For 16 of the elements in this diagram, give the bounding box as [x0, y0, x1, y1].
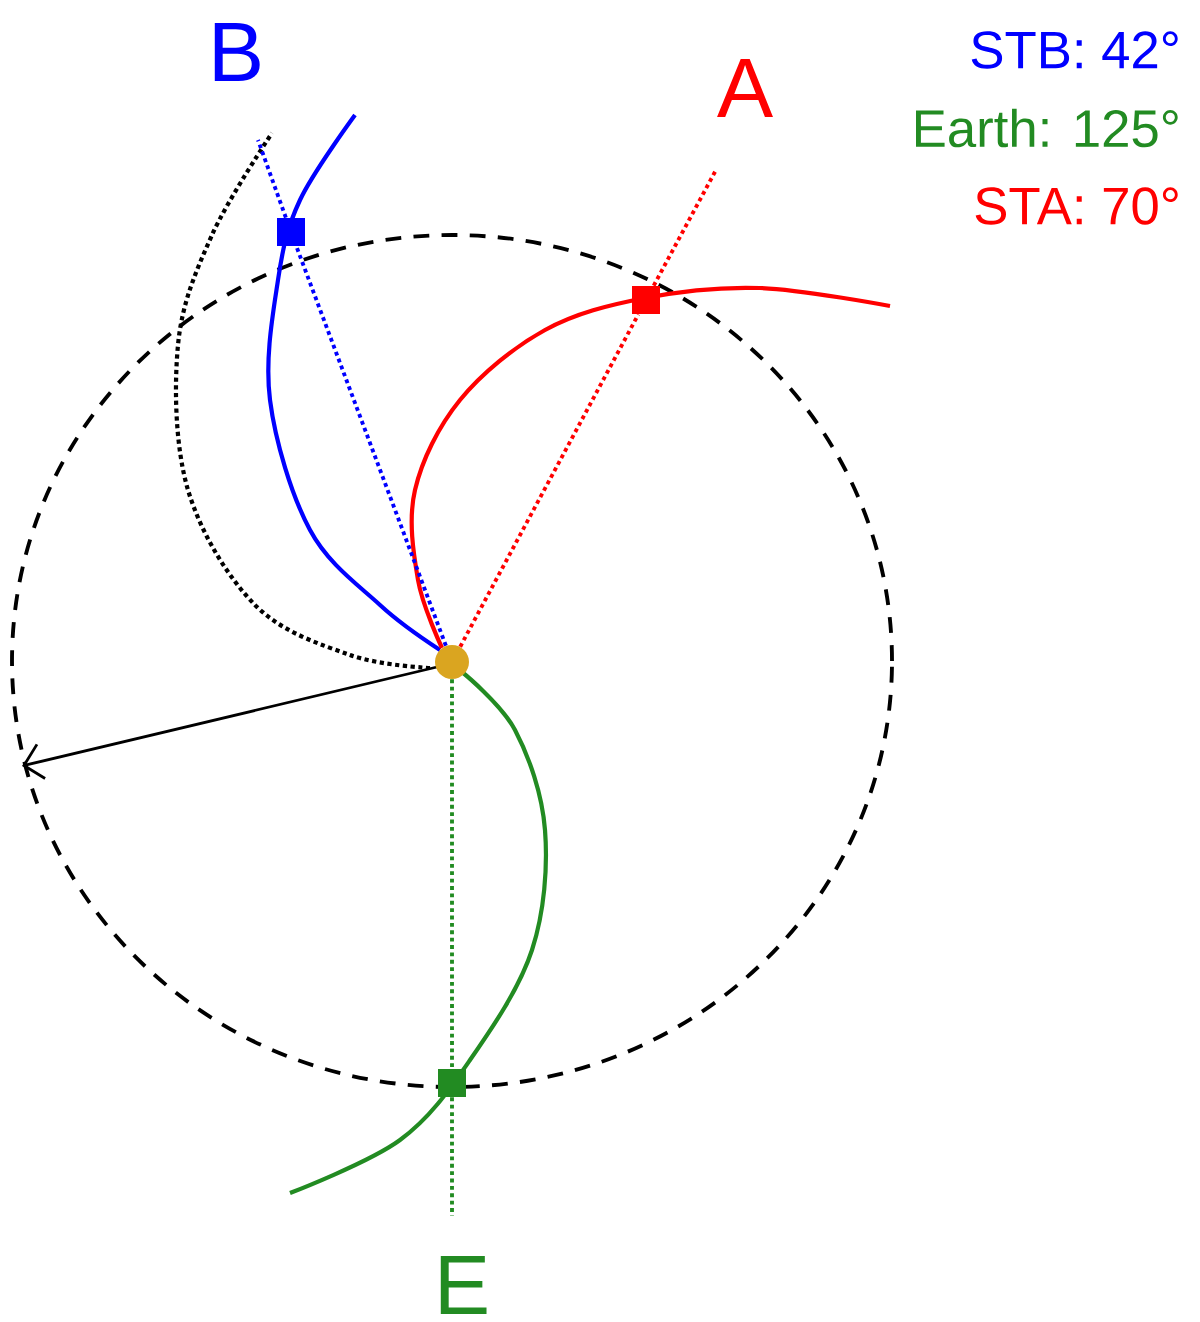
radial-line: [652, 169, 718, 287]
radial-line: [294, 245, 448, 647]
radial-line: [256, 139, 288, 219]
spacecraft-letter: E: [440, 1256, 487, 1315]
spacecraft-letter: B: [214, 23, 260, 81]
radial-line: [458, 313, 641, 648]
spacecraft-letter: A: [717, 59, 773, 117]
sun-marker: [435, 645, 469, 679]
angle-label: STA: 70°: [975, 187, 1178, 225]
radial-line: [450, 1097, 454, 1216]
radial-line: [450, 679, 454, 1069]
angle-label: Earth: 125°: [916, 108, 1178, 148]
angle-label: STB: 42°: [971, 31, 1178, 69]
spacecraft-marker: [632, 286, 660, 314]
spacecraft-marker: [438, 1069, 466, 1097]
spacecraft-marker: [277, 218, 305, 246]
